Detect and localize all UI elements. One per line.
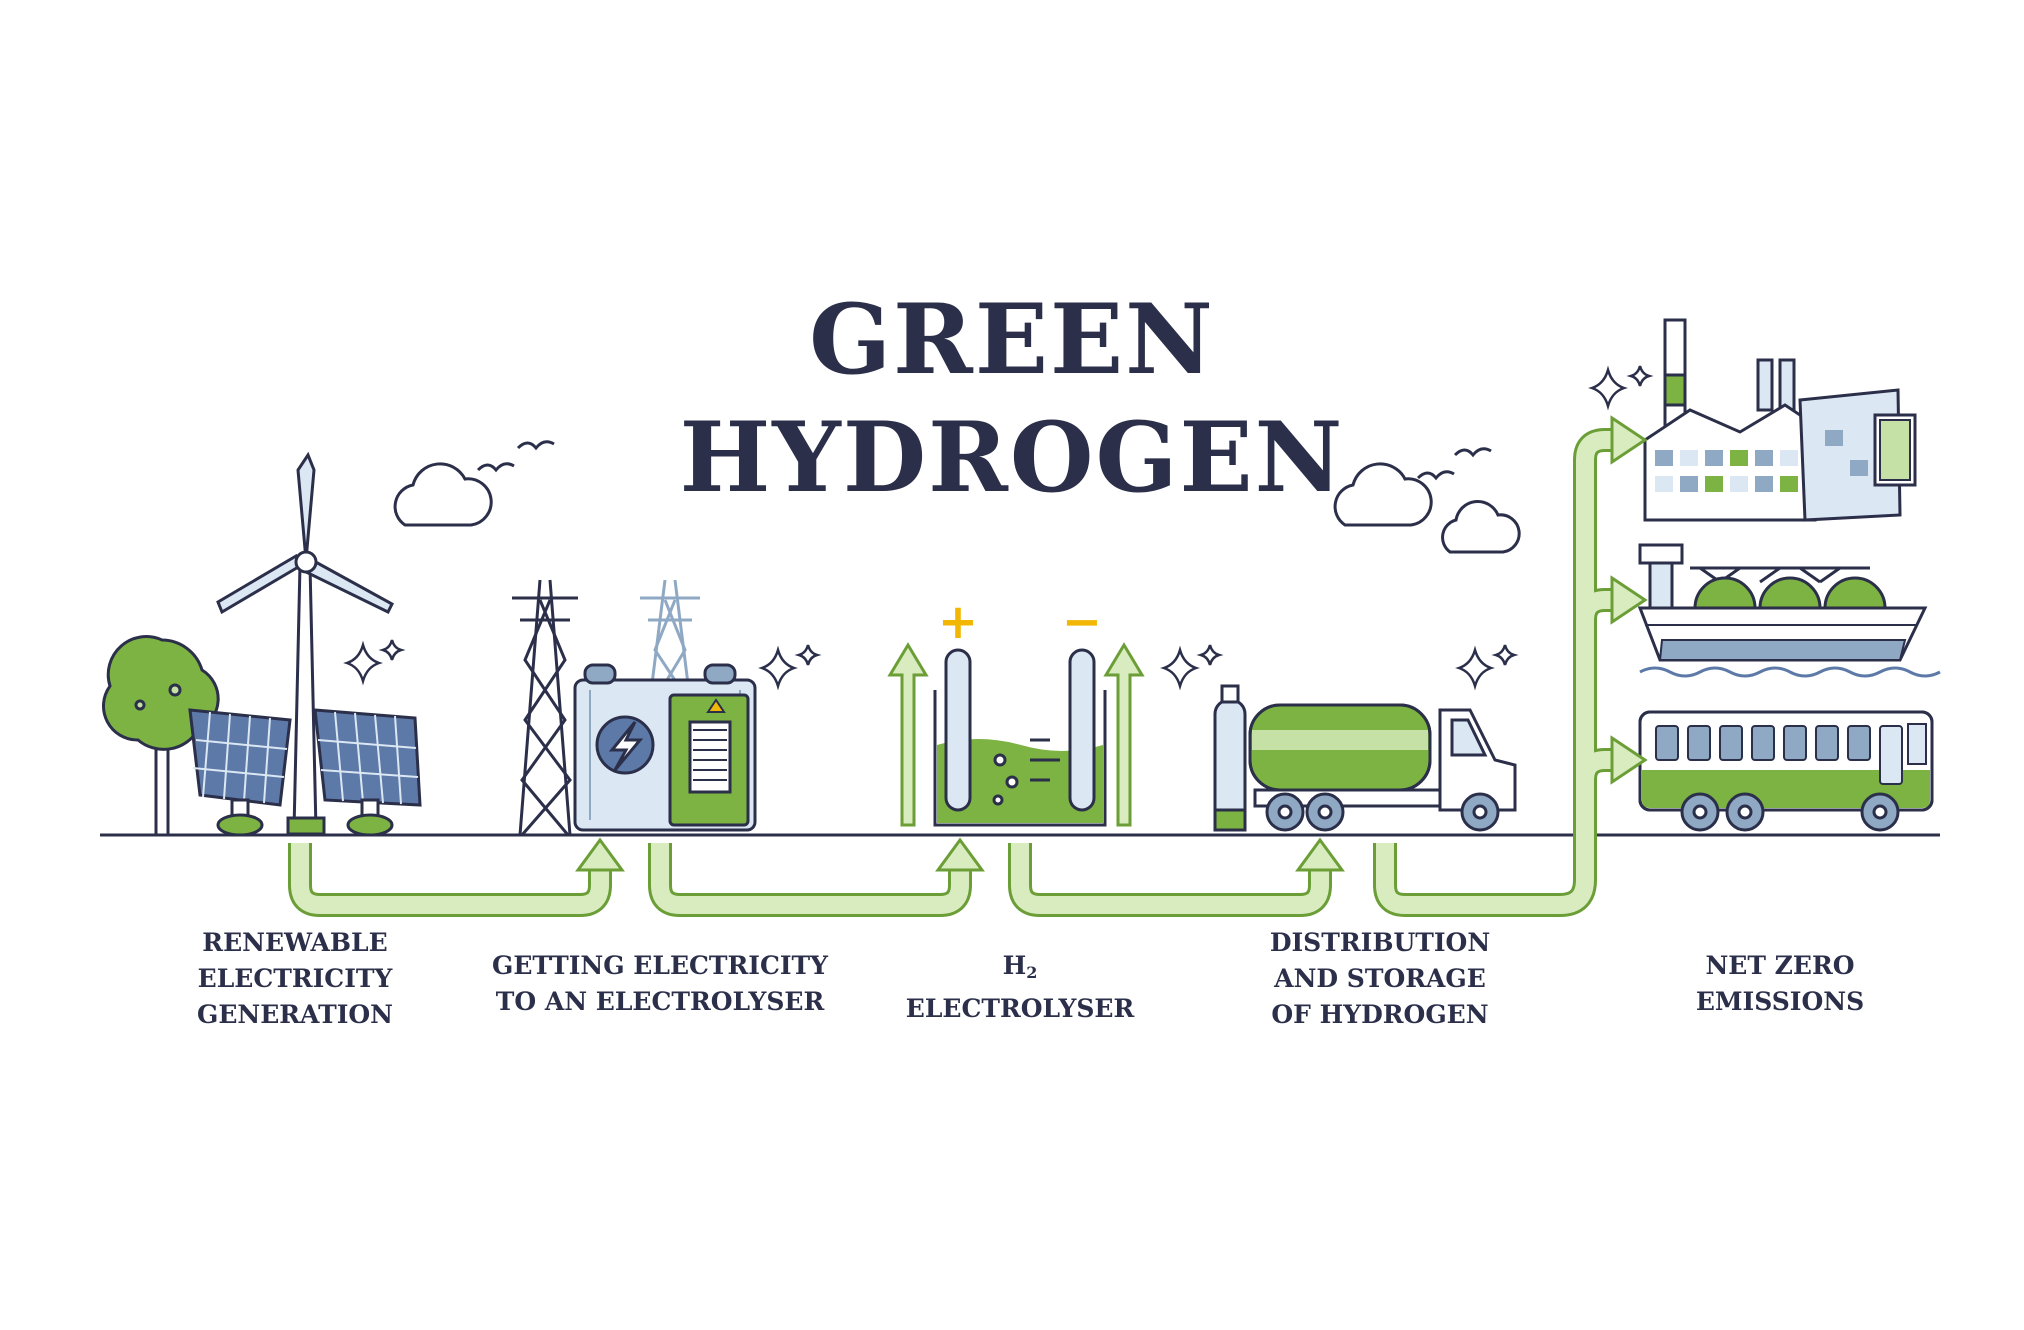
stage-label-line: NET ZERO	[1705, 951, 1855, 980]
stage-label-line: TO AN ELECTROLYSER	[495, 987, 825, 1016]
tanker-truck-icon	[1248, 703, 1517, 832]
cloud-icon	[1333, 462, 1433, 527]
electrolyser-icon	[933, 648, 1107, 827]
tree-icon	[102, 635, 220, 837]
stage-label-line: RENEWABLE	[202, 928, 388, 957]
stage-label-line: ELECTRICITY	[197, 964, 393, 993]
sparkle-icon	[1588, 365, 1654, 411]
stage-label-formula: H2	[900, 948, 1140, 991]
stage-label-line: DISTRIBUTION	[1269, 928, 1491, 957]
lightning-icon	[595, 715, 655, 775]
solar-panel-icon	[188, 708, 292, 837]
stage-label-renewable: RENEWABLE ELECTRICITY GENERATION	[175, 925, 415, 1033]
stage-label-distribution: DISTRIBUTION AND STORAGE OF HYDROGEN	[1260, 925, 1500, 1033]
stage-label-grid: GETTING ELECTRICITY TO AN ELECTROLYSER	[485, 948, 835, 1020]
bird-icon	[476, 440, 555, 473]
power-pylon-icon	[512, 579, 578, 836]
stage-label-electrolyser: H2 ELECTROLYSER	[900, 948, 1140, 1027]
title-line-2: HYDROGEN	[679, 401, 1345, 514]
stage-label-line: EMISSIONS	[1695, 987, 1865, 1016]
solar-panel-icon	[313, 708, 422, 837]
flow-arrow-3	[1008, 837, 1345, 917]
stage-label-line: GETTING ELECTRICITY	[491, 951, 829, 980]
stage-label-line: OF HYDROGEN	[1271, 1000, 1489, 1029]
sparkle-icon	[758, 644, 822, 691]
factory-icon	[1643, 318, 1917, 522]
lng-ship-icon	[1637, 543, 1941, 678]
up-arrow-icon	[887, 642, 1145, 827]
gas-cylinder-icon	[1213, 684, 1247, 832]
flow-arrow-1	[288, 837, 625, 917]
flow-arrow-4	[1373, 415, 1648, 917]
plus-symbol: +	[938, 594, 978, 650]
bus-icon	[1638, 710, 1934, 832]
formula-subscript: 2	[1026, 963, 1038, 982]
sparkle-icon	[1160, 644, 1224, 691]
bird-icon	[1416, 447, 1492, 481]
title-line-1: GREEN	[809, 283, 1215, 396]
wind-turbine-icon	[216, 451, 394, 836]
cloud-icon	[393, 462, 493, 527]
sparkle-icon	[1455, 644, 1519, 691]
minus-symbol: −	[1062, 594, 1102, 650]
stage-label-line: GENERATION	[196, 1000, 394, 1029]
flow-arrow-2	[648, 837, 985, 917]
formula-main: H	[1002, 951, 1027, 980]
sparkle-icon	[343, 639, 406, 686]
stage-label-line: ELECTROLYSER	[905, 994, 1135, 1023]
stage-label-netzero: NET ZERO EMISSIONS	[1660, 948, 1900, 1020]
cloud-icon	[1441, 500, 1521, 554]
stage-label-line: AND STORAGE	[1274, 964, 1486, 993]
